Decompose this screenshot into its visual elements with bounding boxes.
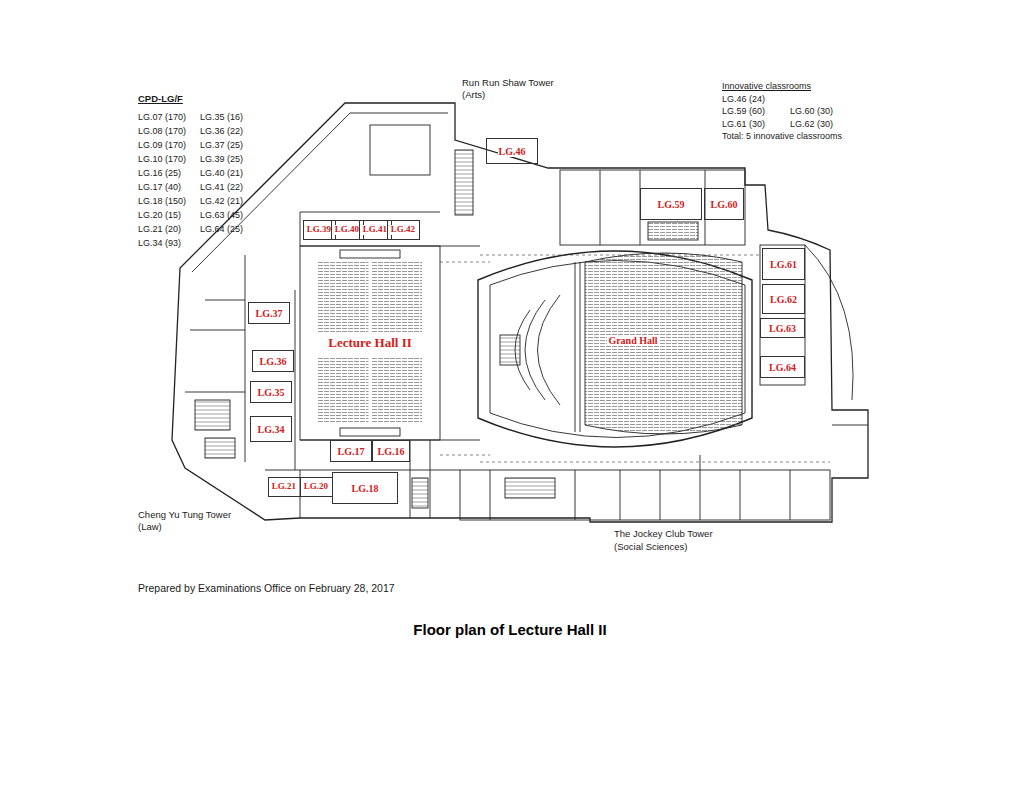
classroom: LG.18 [332, 472, 398, 504]
room-name: LG.41 [362, 225, 388, 235]
room-capacity: LG.63 (45) [200, 210, 243, 220]
classroom: LG.46 [486, 138, 538, 164]
room-capacity: LG.08 (170) [138, 126, 186, 136]
room-capacity: LG.16 (25) [138, 168, 181, 178]
classroom: LG.36 [252, 350, 294, 372]
room-capacity: LG.07 (170) [138, 112, 186, 122]
plan-label: LG.59 (60) [722, 106, 765, 116]
room-capacity: LG.09 (170) [138, 140, 186, 150]
room-capacity: LG.18 (150) [138, 196, 186, 206]
room-name: LG.61 [769, 259, 798, 270]
classroom: LG.35 [250, 381, 292, 403]
classroom: LG.42 [387, 220, 420, 240]
plan-label: Cheng Yu Tung Tower [138, 510, 231, 521]
room-name: LG.20 [303, 482, 329, 492]
room-capacity: LG.42 (21) [200, 196, 243, 206]
prepared-note: Prepared by Examinations Office on Febru… [138, 582, 395, 594]
room-name: LG.64 [768, 362, 797, 373]
plan-label: LG.62 (30) [790, 119, 833, 129]
plan-label: Run Run Shaw Tower [462, 78, 554, 89]
room-name: LG.46 [498, 146, 527, 157]
room-capacity: LG.39 (25) [200, 154, 243, 164]
room-capacity: LG.40 (21) [200, 168, 243, 178]
plan-label: LG.61 (30) [722, 119, 765, 129]
classroom: LG.63 [760, 318, 805, 338]
figure-caption: Floor plan of Lecture Hall II [0, 621, 1020, 638]
plan-label: LG.46 (24) [722, 94, 765, 104]
lecture-hall: Lecture Hall II [300, 246, 440, 440]
room-name: LG.42 [390, 225, 416, 235]
room-name: LG.17 [337, 446, 366, 457]
room-name: LG.40 [334, 225, 360, 235]
plan-label: The Jockey Club Tower [614, 529, 713, 540]
classroom: LG.59 [640, 188, 702, 220]
classroom: LG.61 [762, 248, 805, 280]
room-name: LG.35 [257, 387, 286, 398]
room-capacity: LG.64 (25) [200, 224, 243, 234]
room-capacity: LG.21 (20) [138, 224, 181, 234]
classroom: LG.37 [248, 302, 290, 324]
classroom: LG.60 [704, 188, 744, 220]
plan-label: (Arts) [462, 90, 485, 101]
room-name: LG.21 [271, 482, 297, 492]
plan-label: LG.60 (30) [790, 106, 833, 116]
room-name: LG.34 [257, 424, 286, 435]
room-capacity: LG.35 (16) [200, 112, 243, 122]
plan-label: Total: 5 innovative classrooms [722, 131, 842, 141]
grand-hall: Grand Hall [520, 240, 746, 440]
room-capacity: LG.37 (25) [200, 140, 243, 150]
classroom: LG.21 [268, 477, 301, 497]
room-capacity: LG.41 (22) [200, 182, 243, 192]
room-capacity: LG.20 (15) [138, 210, 181, 220]
classroom: LG.16 [372, 440, 410, 462]
room-name: LG.16 [377, 446, 406, 457]
room-name: LG.59 [657, 199, 686, 210]
plan-label: Innovative classrooms [722, 81, 811, 91]
room-name: LG.60 [710, 199, 739, 210]
room-name: LG.36 [259, 356, 288, 367]
room-name: LG.62 [769, 294, 798, 305]
room-name: LG.18 [351, 483, 380, 494]
classroom: LG.17 [330, 440, 372, 462]
room-capacity: LG.10 (170) [138, 154, 186, 164]
room-name: LG.39 [306, 225, 332, 235]
room-name: LG.37 [255, 308, 284, 319]
classroom: LG.34 [250, 416, 292, 442]
classroom: LG.20 [300, 477, 333, 497]
classroom: LG.64 [760, 356, 805, 378]
room-name: LG.63 [768, 323, 797, 334]
room-name: Lecture Hall II [327, 336, 413, 350]
room-capacity: LG.17 (40) [138, 182, 181, 192]
classroom: LG.62 [762, 284, 805, 314]
room-name: Grand Hall [607, 335, 658, 346]
plan-title: CPD-LG/F [138, 94, 183, 105]
plan-label: (Social Sciences) [614, 542, 687, 553]
room-capacity: LG.34 (93) [138, 238, 181, 248]
plan-label: (Law) [138, 522, 162, 533]
room-capacity: LG.36 (22) [200, 126, 243, 136]
